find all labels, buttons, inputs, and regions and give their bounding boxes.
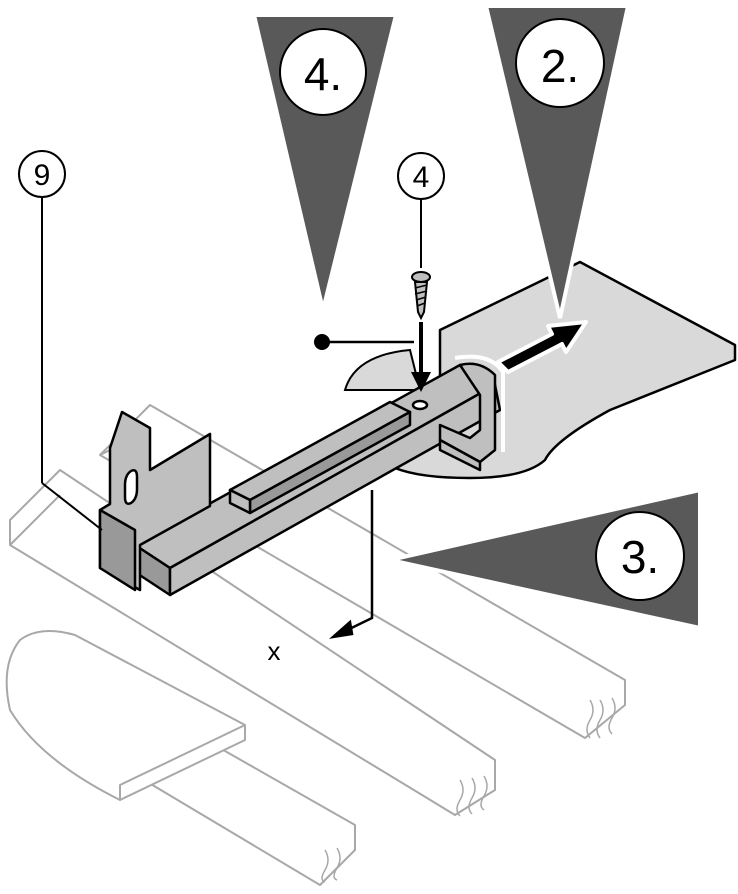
step-4-pointer: 4. <box>251 13 399 311</box>
pointer-line <box>314 334 414 350</box>
board-end-grain <box>321 697 616 883</box>
measure-label: x <box>268 636 281 666</box>
measure-arrow <box>328 490 374 639</box>
bracket-hook <box>438 362 497 464</box>
bracket-rail-end <box>228 488 252 515</box>
callout-part-4: 4 <box>397 152 445 268</box>
step-3-label: 3. <box>621 531 659 583</box>
callout-part-4-label: 4 <box>413 161 430 194</box>
slide-arrow <box>496 320 588 374</box>
bracket-hook-tab <box>438 438 482 472</box>
hook-halo <box>454 354 505 452</box>
plate-arc <box>343 348 422 391</box>
callout-part-9-label: 9 <box>34 159 51 192</box>
callout-part-9: 9 <box>18 150 103 531</box>
bracket-upright-side <box>98 508 137 592</box>
screw-hole <box>411 399 429 411</box>
step-2-label: 2. <box>541 40 579 92</box>
bracket-arm-front <box>168 383 502 597</box>
bracket-slot <box>123 469 139 505</box>
screw-arrow <box>411 322 431 392</box>
bracket <box>98 362 502 597</box>
screw <box>411 271 431 321</box>
step-3-pointer: 3. <box>389 487 702 631</box>
step-4-label: 4. <box>304 48 342 100</box>
step-2-pointer: 2. <box>483 3 631 319</box>
underlay-piece <box>5 630 246 801</box>
